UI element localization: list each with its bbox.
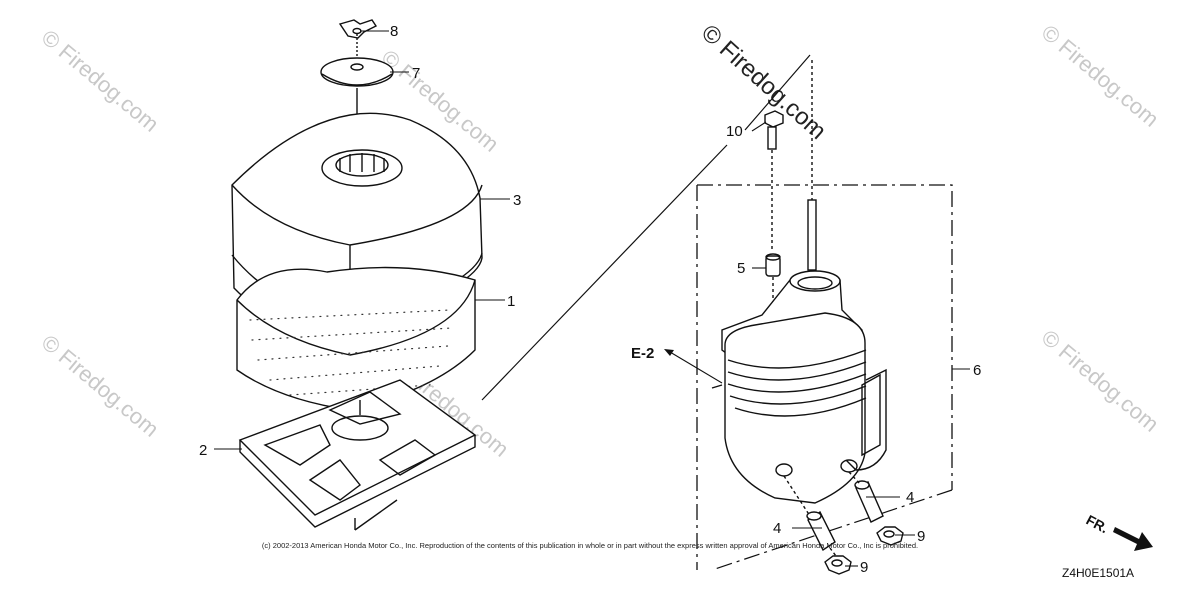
watermark-mid-left: © Firedog.com [37, 330, 164, 442]
reference-e2: E-2 [631, 345, 723, 384]
front-arrow-icon [1113, 527, 1153, 551]
callout-4-lower: 4 [773, 520, 781, 537]
cover-washer-part [320, 57, 394, 87]
watermark-top-left: © Firedog.com [37, 25, 164, 137]
element-base-part [238, 379, 477, 528]
foam-element-part [236, 266, 476, 411]
reference-label: E-2 [631, 345, 654, 362]
callout-9-bottom: 9 [860, 559, 868, 576]
callout-8: 8 [390, 23, 398, 40]
assembly-bracket-diagonal [711, 489, 953, 571]
wing-nut-part [338, 19, 378, 60]
callout-10: 10 [726, 123, 743, 140]
watermark-mid-right: © Firedog.com [1037, 325, 1164, 437]
air-cleaner-assembly [231, 19, 483, 531]
watermark-dark: © Firedog.com [696, 19, 831, 145]
nut-part-bottom [824, 555, 852, 575]
elbow-assembly [711, 60, 904, 575]
callout-9-right: 9 [917, 528, 925, 545]
copyright-notice: (c) 2002-2013 American Honda Motor Co., … [261, 541, 919, 550]
tube-part-lower [806, 510, 836, 552]
collar-part [765, 253, 781, 305]
nut-part-right [876, 526, 904, 546]
callout-labels: 8 7 3 1 2 4 4 9 9 5 6 10 [199, 23, 981, 576]
callout-7: 7 [412, 65, 420, 82]
callout-3: 3 [513, 192, 521, 209]
front-label: FR. [1084, 512, 1111, 537]
callout-2: 2 [199, 442, 207, 459]
stud-leader-line [744, 54, 811, 131]
bolt-part [764, 110, 784, 250]
watermark-group: © Firedog.com © Firedog.com © Firedog.co… [37, 19, 1164, 461]
assembly-bracket-box [696, 184, 953, 570]
elbow-body-part [711, 270, 887, 504]
callout-lines [214, 30, 970, 567]
callout-5: 5 [737, 260, 745, 277]
watermark-top-right: © Firedog.com [1037, 20, 1164, 132]
figure-code: Z4H0E1501A [1062, 566, 1135, 580]
callout-1: 1 [507, 293, 515, 310]
callout-4-upper: 4 [906, 489, 914, 506]
assembly-leader-line [481, 144, 728, 401]
arrow-icon [664, 349, 674, 356]
tube-part-upper [854, 480, 884, 523]
callout-6: 6 [973, 362, 981, 379]
